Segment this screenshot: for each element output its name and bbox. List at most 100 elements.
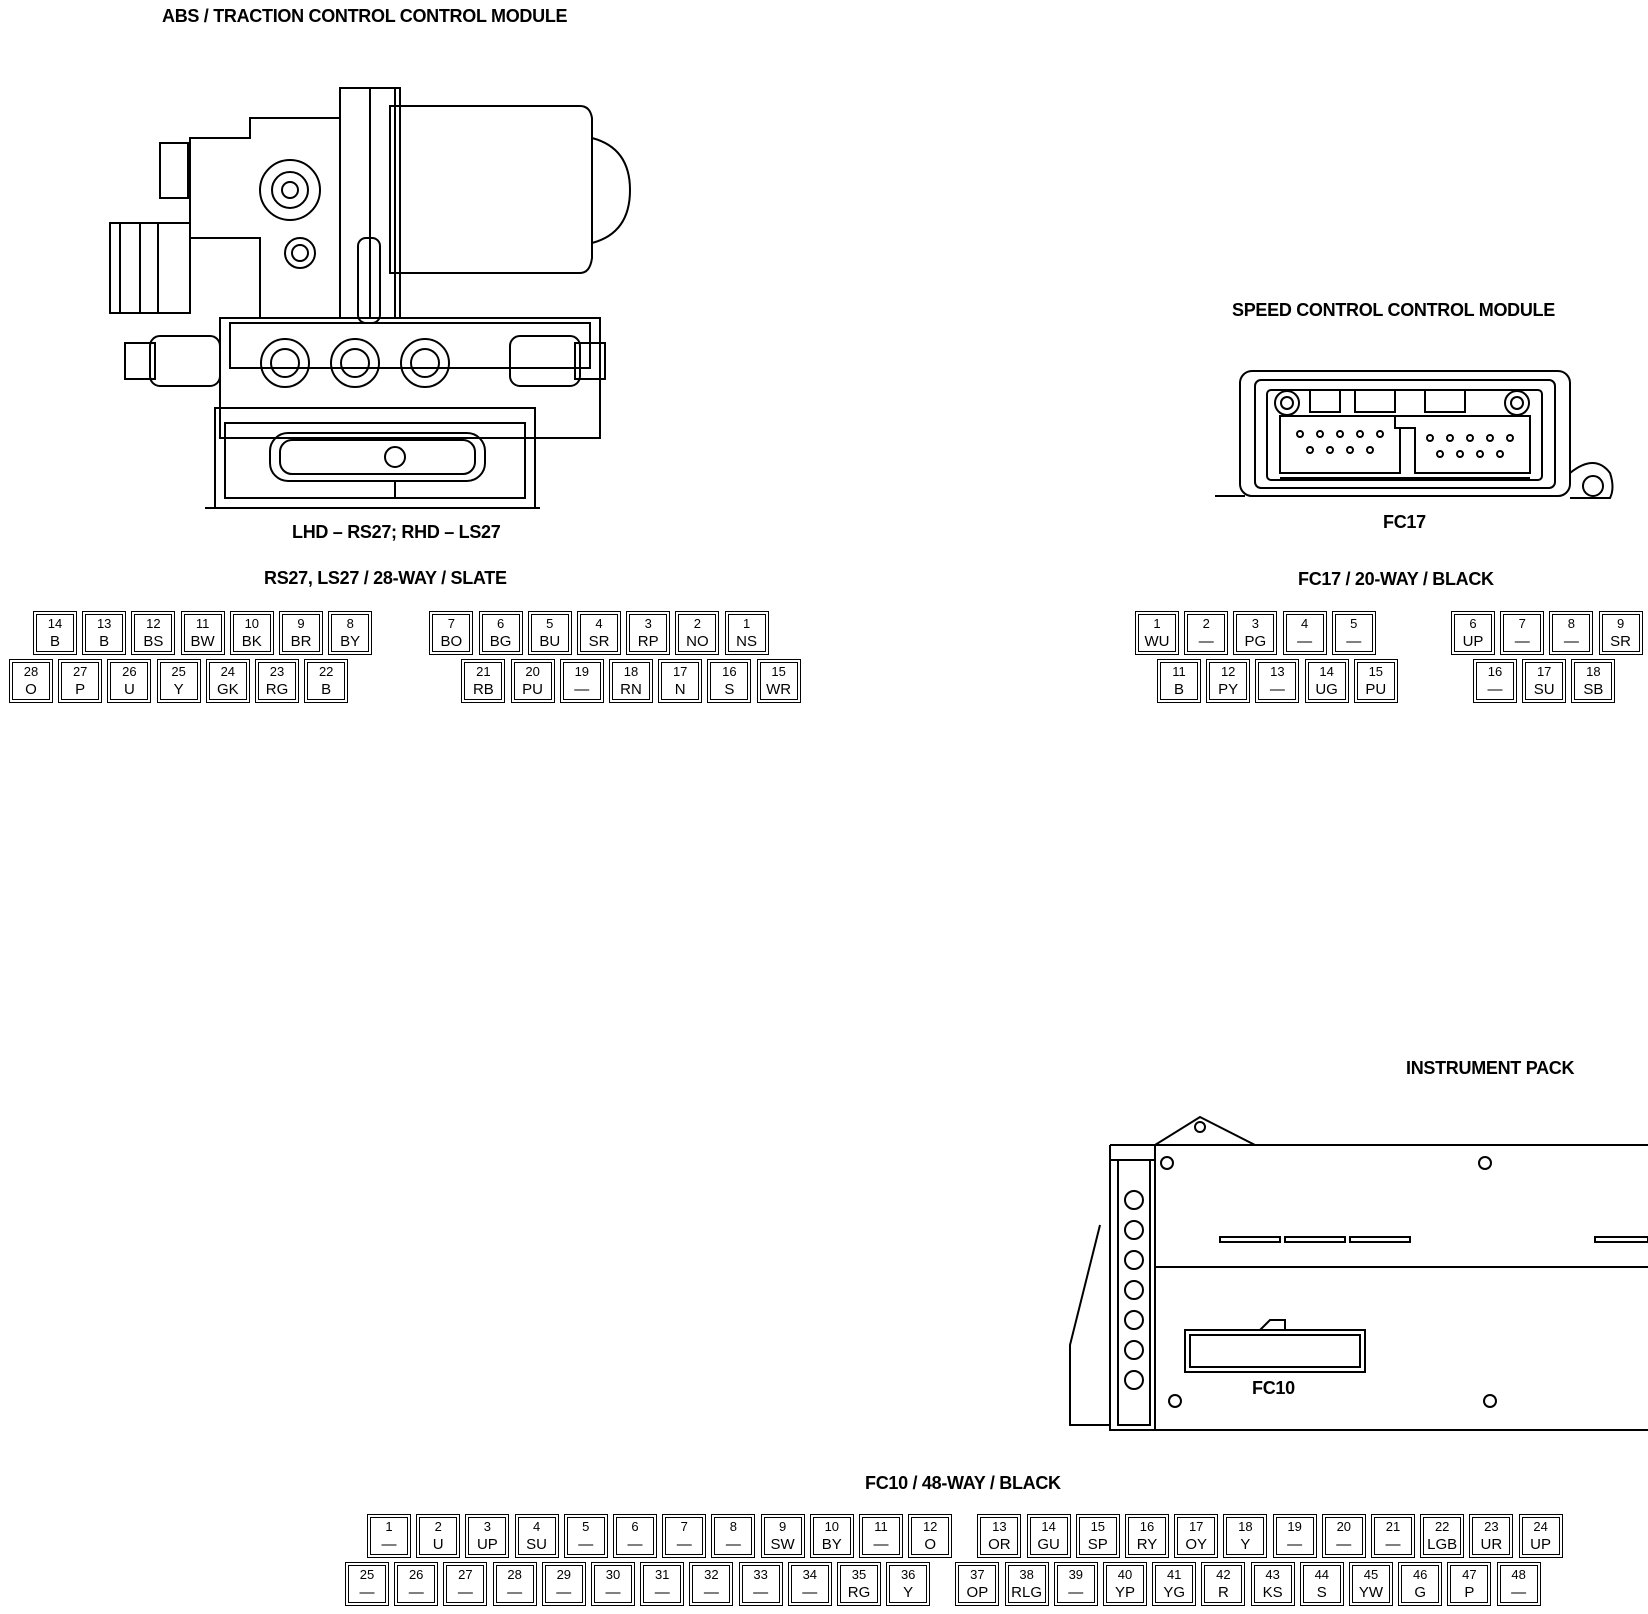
pin-number: 3 (644, 616, 652, 631)
pin-wire-color: WU (1144, 633, 1170, 650)
instrument-pin-25: 25— (345, 1562, 389, 1606)
pin-number: 32 (704, 1567, 719, 1582)
pin-wire-color: SU (526, 1536, 548, 1553)
pin-number: 8 (729, 1519, 737, 1534)
pin-wire-color: — (1287, 1536, 1303, 1553)
pin-number: 26 (408, 1567, 424, 1582)
pin-wire-color: — (1514, 633, 1530, 650)
pin-wire-color: BY (340, 633, 361, 650)
pin-number: 22 (318, 664, 334, 679)
pin-number: 19 (1287, 1519, 1302, 1534)
pin-wire-color: R (1217, 1584, 1229, 1601)
instrument-pin-39: 39— (1053, 1562, 1098, 1606)
pin-wire-color: RG (847, 1584, 871, 1601)
pin-wire-color: — (1487, 681, 1503, 698)
pin-number: 30 (605, 1567, 621, 1582)
pin-wire-color: — (578, 1536, 594, 1553)
pin-number: 4 (595, 616, 603, 631)
pin-number: 26 (122, 664, 137, 679)
pin-wire-color: OP (966, 1584, 989, 1601)
pin-number: 4 (532, 1519, 541, 1534)
pin-number: 16 (1139, 1519, 1155, 1534)
pin-wire-color: BU (539, 633, 561, 650)
pin-wire-color: SW (770, 1536, 795, 1553)
pin-wire-color: N (674, 681, 686, 698)
pin-number: 23 (269, 664, 285, 679)
pin-number: 16 (722, 664, 737, 679)
pin-wire-color: RP (637, 633, 659, 650)
pin-wire-color: GK (216, 681, 239, 698)
pin-number: 24 (1533, 1519, 1548, 1534)
pin-number: 5 (546, 616, 554, 631)
pin-number: 15 (1090, 1519, 1106, 1534)
pin-number: 10 (244, 616, 260, 631)
pin-number: 7 (1518, 616, 1526, 631)
pin-wire-color: U (123, 681, 135, 698)
pin-wire-color: BS (143, 633, 164, 650)
pin-number: 13 (1270, 664, 1285, 679)
abs-connector-caption: LHD – RS27; RHD – LS27 (292, 522, 501, 542)
pin-wire-color: — (457, 1584, 473, 1601)
pin-number: 19 (574, 664, 590, 679)
abs-module-illustration (110, 78, 630, 518)
pin-wire-color: — (1336, 1536, 1352, 1553)
pin-number: 47 (1462, 1567, 1477, 1582)
pin-wire-color: RLG (1011, 1584, 1043, 1601)
pin-wire-color: — (556, 1584, 572, 1601)
pin-number: 17 (672, 664, 688, 679)
pin-wire-color: BK (241, 633, 262, 650)
pin-number: 8 (1567, 616, 1575, 631)
pin-number: 2 (434, 1519, 442, 1534)
pin-number: 3 (483, 1519, 491, 1534)
speed-connector-title: FC17 / 20-WAY / BLACK (1298, 569, 1494, 589)
pin-number: 21 (476, 664, 491, 679)
pin-number: 36 (900, 1567, 916, 1582)
pin-wire-color: G (1414, 1584, 1427, 1601)
pin-number: 44 (1314, 1567, 1330, 1582)
speed-module-title: SPEED CONTROL CONTROL MODULE (1232, 300, 1555, 320)
pin-wire-color: — (381, 1536, 397, 1553)
pin-wire-color: Y (173, 681, 184, 698)
pin-wire-color: SR (1610, 633, 1632, 650)
pin-number: 18 (1238, 1519, 1253, 1534)
pin-number: 13 (992, 1519, 1007, 1534)
instrument-pin-1: 1— (367, 1514, 411, 1558)
pin-number: 39 (1068, 1567, 1084, 1582)
pin-number: 29 (556, 1567, 572, 1582)
pin-wire-color: YW (1358, 1584, 1384, 1601)
pin-number: 3 (1251, 616, 1259, 631)
pin-wire-color: RN (620, 681, 642, 698)
speed-pin-8: 8— (1549, 611, 1594, 655)
instrument-pin-30: 30— (591, 1562, 635, 1606)
pin-number: 35 (851, 1567, 867, 1582)
pin-number: 7 (680, 1519, 688, 1534)
pin-number: 42 (1216, 1567, 1231, 1582)
instrument-pin-31: 31— (640, 1562, 685, 1606)
pin-wire-color: — (654, 1584, 670, 1601)
pin-number: 11 (195, 616, 210, 631)
pin-number: 48 (1511, 1567, 1526, 1582)
pin-number: 28 (507, 1567, 522, 1582)
pin-wire-color: — (703, 1584, 719, 1601)
pin-wire-color: — (1198, 633, 1214, 650)
pin-number: 1 (385, 1519, 393, 1534)
